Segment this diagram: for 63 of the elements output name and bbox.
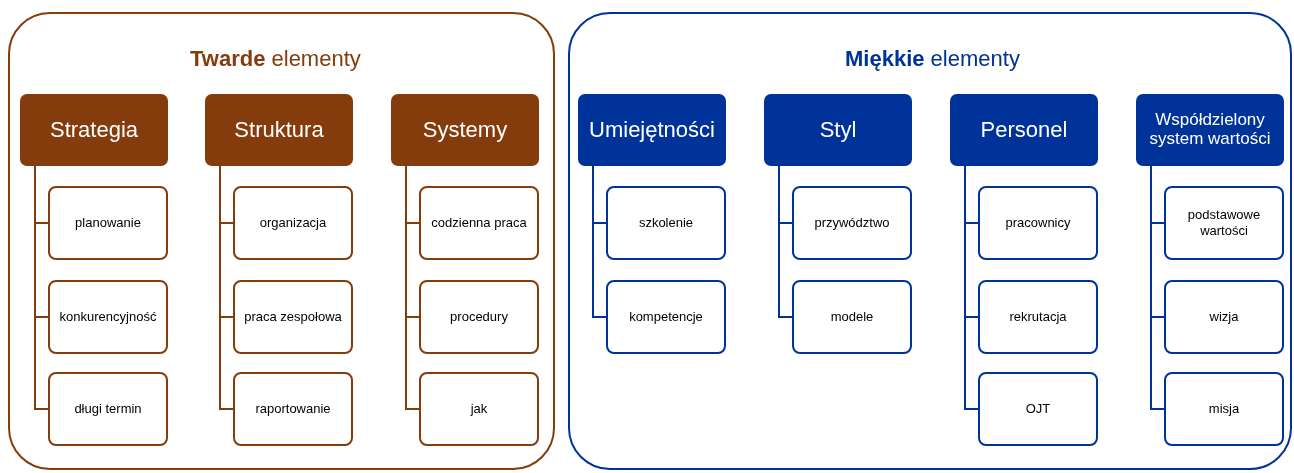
group-title: Miękkie elementy (845, 48, 1020, 70)
connector-line (405, 165, 420, 410)
connector-line (34, 165, 49, 410)
item-label: modele (830, 308, 874, 326)
item-box (419, 372, 539, 446)
item-box (606, 280, 726, 354)
item-label: praca zespołowa (244, 308, 342, 326)
connector-line (1150, 165, 1165, 410)
item-label: jak (470, 400, 488, 418)
category-box (764, 94, 912, 166)
item-label: planowanie (75, 214, 141, 232)
category-box (1136, 94, 1284, 166)
item-label: misja (1208, 400, 1240, 418)
item-box (978, 372, 1098, 446)
connector-line (219, 165, 234, 410)
item-box (48, 280, 168, 354)
item-box (978, 280, 1098, 354)
category-box (950, 94, 1098, 166)
connector-line (778, 165, 793, 318)
item-box (606, 186, 726, 260)
item-box (48, 372, 168, 446)
category-label: Personel (980, 117, 1068, 143)
item-box (792, 186, 912, 260)
category-box (205, 94, 353, 166)
item-label: raportowanie (255, 400, 331, 418)
item-box (233, 280, 353, 354)
item-box (792, 280, 912, 354)
item-label: pracownicy (1005, 214, 1071, 232)
item-box (48, 186, 168, 260)
category-label: Strategia (49, 117, 139, 143)
item-label: wizja (1209, 308, 1239, 326)
category-label: Styl (819, 117, 857, 143)
group-panel (568, 12, 1292, 470)
item-label: codzienna praca (431, 214, 527, 232)
item-box (1164, 372, 1284, 446)
item-box (419, 280, 539, 354)
category-box (578, 94, 726, 166)
category-label: Umiejętności (589, 117, 715, 143)
item-label: OJT (1025, 400, 1051, 418)
connector-line (964, 165, 979, 410)
item-box (233, 372, 353, 446)
item-label: przywództwo (814, 214, 890, 232)
category-box (20, 94, 168, 166)
item-label: organizacja (259, 214, 327, 232)
item-box (978, 186, 1098, 260)
group-title: Twarde elementy (190, 48, 361, 70)
category-label: Struktura (234, 117, 324, 143)
item-label: konkurencyjność (59, 308, 157, 326)
item-box (1164, 280, 1284, 354)
group-panel (8, 12, 555, 470)
item-box (419, 186, 539, 260)
item-label: podstawowe wartości (1186, 206, 1262, 240)
category-box (391, 94, 539, 166)
item-label: procedury (450, 308, 508, 326)
item-label: kompetencje (629, 308, 703, 326)
item-label: długi termin (74, 400, 142, 418)
item-label: szkolenie (638, 214, 694, 232)
connector-line (592, 165, 607, 318)
item-box (233, 186, 353, 260)
category-label: Systemy (422, 117, 508, 143)
item-label: rekrutacja (1009, 308, 1067, 326)
category-label: Współdzielony system wartości (1148, 111, 1272, 149)
item-box (1164, 186, 1284, 260)
